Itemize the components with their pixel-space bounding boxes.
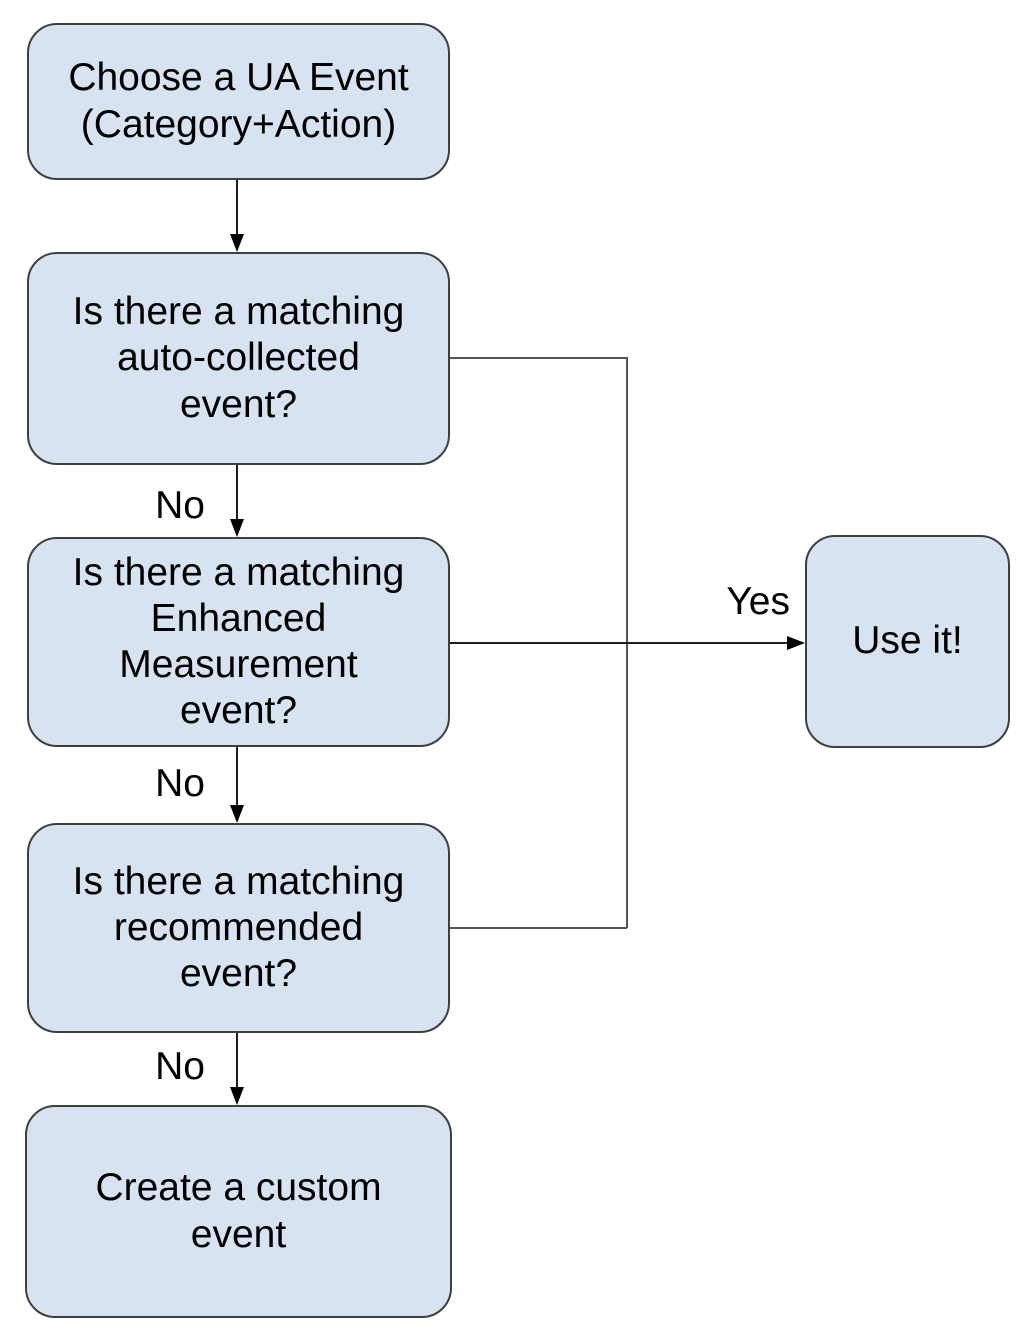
node-use-it-label: Use it! xyxy=(852,619,963,663)
node-recommended: Is there a matching recommended event? xyxy=(27,823,450,1033)
node-enhanced-measurement: Is there a matching Enhanced Measurement… xyxy=(27,537,450,747)
node-auto-collected: Is there a matching auto-collected event… xyxy=(27,252,450,465)
node-use-it: Use it! xyxy=(805,535,1010,748)
edge-label-no-2: No xyxy=(155,762,205,805)
edge-label-no-3: No xyxy=(155,1045,205,1088)
node-choose-ua-event-label: Choose a UA Event (Category+Action) xyxy=(68,56,409,146)
edge-auto-collected-to-use-it-connector xyxy=(450,357,628,928)
node-create-custom-event: Create a custom event xyxy=(25,1105,452,1318)
node-create-custom-event-label: Create a custom event xyxy=(95,1166,382,1256)
node-auto-collected-label: Is there a matching auto-collected event… xyxy=(72,290,405,426)
node-choose-ua-event: Choose a UA Event (Category+Action) xyxy=(27,23,450,180)
edge-label-no-1: No xyxy=(155,484,205,527)
node-recommended-label: Is there a matching recommended event? xyxy=(72,859,405,995)
edge-label-yes: Yes xyxy=(726,580,790,623)
node-enhanced-measurement-label: Is there a matching Enhanced Measurement… xyxy=(72,550,405,733)
